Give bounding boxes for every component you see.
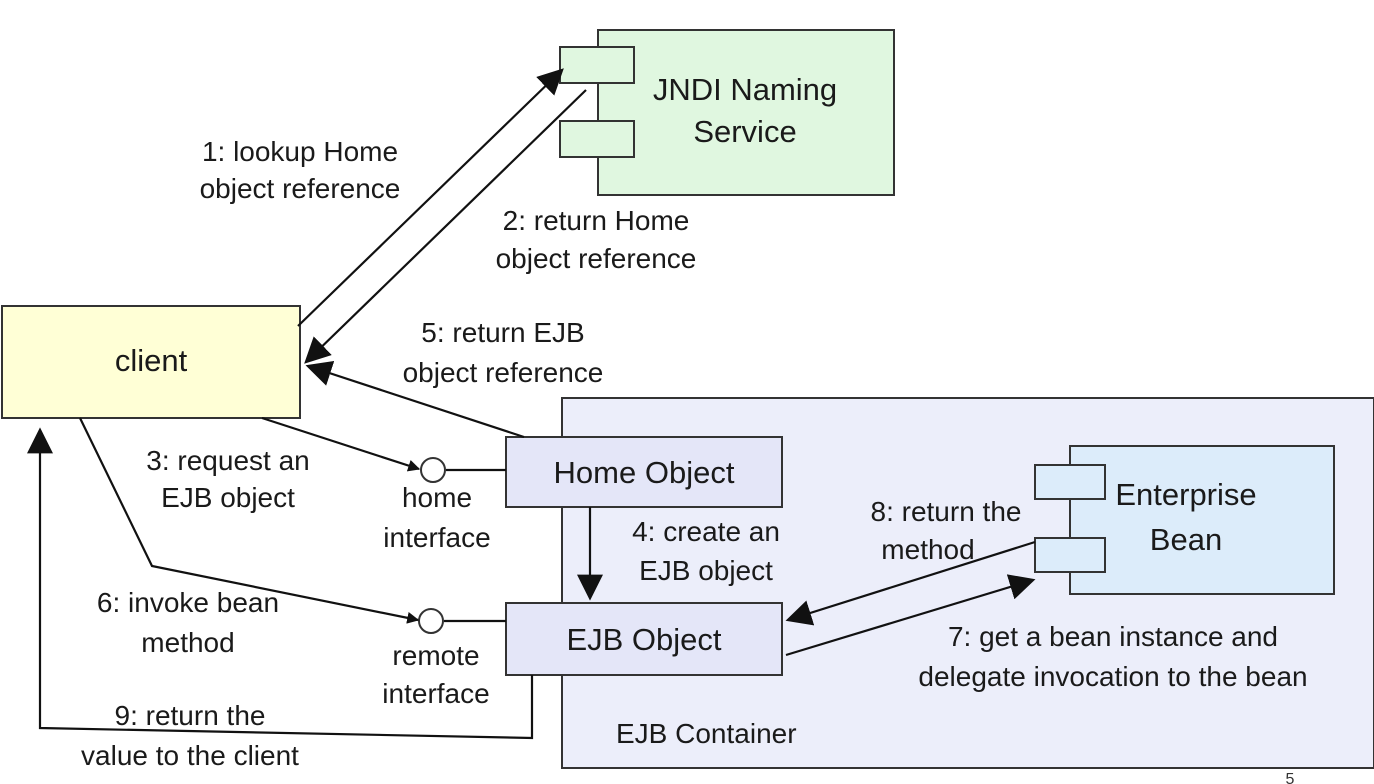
edge-5-line xyxy=(305,360,525,439)
jndi-label-line2: Service xyxy=(693,114,796,149)
ejb-object: EJB Object xyxy=(505,602,783,676)
edge-5-return-ejb: 5: return EJB object reference xyxy=(305,317,604,439)
edge-7-line xyxy=(785,574,1036,657)
edge-9-label-line1: 9: return the xyxy=(115,700,266,731)
home-object-box xyxy=(505,436,783,508)
page-number: 5 xyxy=(1286,771,1295,784)
client-node: client xyxy=(1,305,301,419)
jndi-port-bottom xyxy=(559,120,635,158)
jndi-box xyxy=(597,29,895,196)
edge-6-label-line2: method xyxy=(141,627,234,658)
bean-label-line1: Enterprise xyxy=(1115,477,1256,512)
edge-2-line xyxy=(304,89,587,364)
remote-interface: remote interface xyxy=(382,608,506,709)
remote-interface-label-line1: remote xyxy=(392,640,479,671)
edge-9-line xyxy=(27,427,534,740)
edge-7-label-line2: delegate invocation to the bean xyxy=(918,661,1307,692)
remote-interface-label-line2: interface xyxy=(382,678,489,709)
edge-8-label-line2: method xyxy=(881,534,974,565)
client-box xyxy=(1,305,301,419)
edge-1-line xyxy=(297,68,564,327)
client-label: client xyxy=(115,343,188,378)
bean-port-bottom xyxy=(1034,537,1106,573)
home-interface-label-line2: interface xyxy=(383,522,490,553)
edge-1-lookup: 1: lookup Home object reference xyxy=(200,68,564,327)
edge-7-delegate: 7: get a bean instance and delegate invo… xyxy=(785,574,1308,692)
edge-2-label-line1: 2: return Home xyxy=(503,205,690,236)
edge-3-label-line2: EJB object xyxy=(161,482,295,513)
edge-4-label-line1: 4: create an xyxy=(632,516,780,547)
edge-8-label-line1: 8: return the xyxy=(871,496,1022,527)
ejb-object-label: EJB Object xyxy=(566,622,721,657)
edge-8-return-method: 8: return the method xyxy=(785,496,1036,626)
home-interface-port xyxy=(420,457,446,483)
home-object: Home Object xyxy=(505,436,783,508)
home-object-label: Home Object xyxy=(554,455,735,490)
remote-interface-port xyxy=(418,608,444,634)
edge-6-line xyxy=(79,417,420,624)
edge-6-invoke: 6: invoke bean method xyxy=(79,417,420,658)
edge-1-label-line2: object reference xyxy=(200,173,401,204)
home-interface-label-line1: home xyxy=(402,482,472,513)
edge-3-request: 3: request an EJB object xyxy=(146,416,421,513)
enterprise-bean: Enterprise Bean xyxy=(1034,445,1335,595)
ejb-container-label: EJB Container xyxy=(616,718,797,749)
edge-4-create: 4: create an EJB object xyxy=(577,507,780,601)
edge-3-line xyxy=(261,416,421,472)
bean-box xyxy=(1069,445,1335,595)
bean-port-top xyxy=(1034,464,1106,500)
edge-3-label-line1: 3: request an xyxy=(146,445,309,476)
jndi-port-top xyxy=(559,46,635,84)
jndi-naming-service: JNDI Naming Service xyxy=(559,29,895,196)
edge-8-line xyxy=(785,540,1036,626)
edge-5-label-line1: 5: return EJB xyxy=(421,317,584,348)
jndi-label-line1: JNDI Naming xyxy=(653,72,837,107)
edge-1-label-line1: 1: lookup Home xyxy=(202,136,398,167)
edge-5-label-line2: object reference xyxy=(403,357,604,388)
edge-9-return-value: 9: return the value to the client xyxy=(27,427,534,771)
edge-2-return-home: 2: return Home object reference xyxy=(304,89,697,364)
edge-4-label-line2: EJB object xyxy=(639,555,773,586)
edge-6-label-line1: 6: invoke bean xyxy=(97,587,279,618)
ejb-object-box xyxy=(505,602,783,676)
bean-label-line2: Bean xyxy=(1150,522,1222,557)
home-interface: home interface xyxy=(383,457,506,553)
edge-7-label-line1: 7: get a bean instance and xyxy=(948,621,1278,652)
edge-2-label-line2: object reference xyxy=(496,243,697,274)
edge-9-label-line2: value to the client xyxy=(81,740,299,771)
